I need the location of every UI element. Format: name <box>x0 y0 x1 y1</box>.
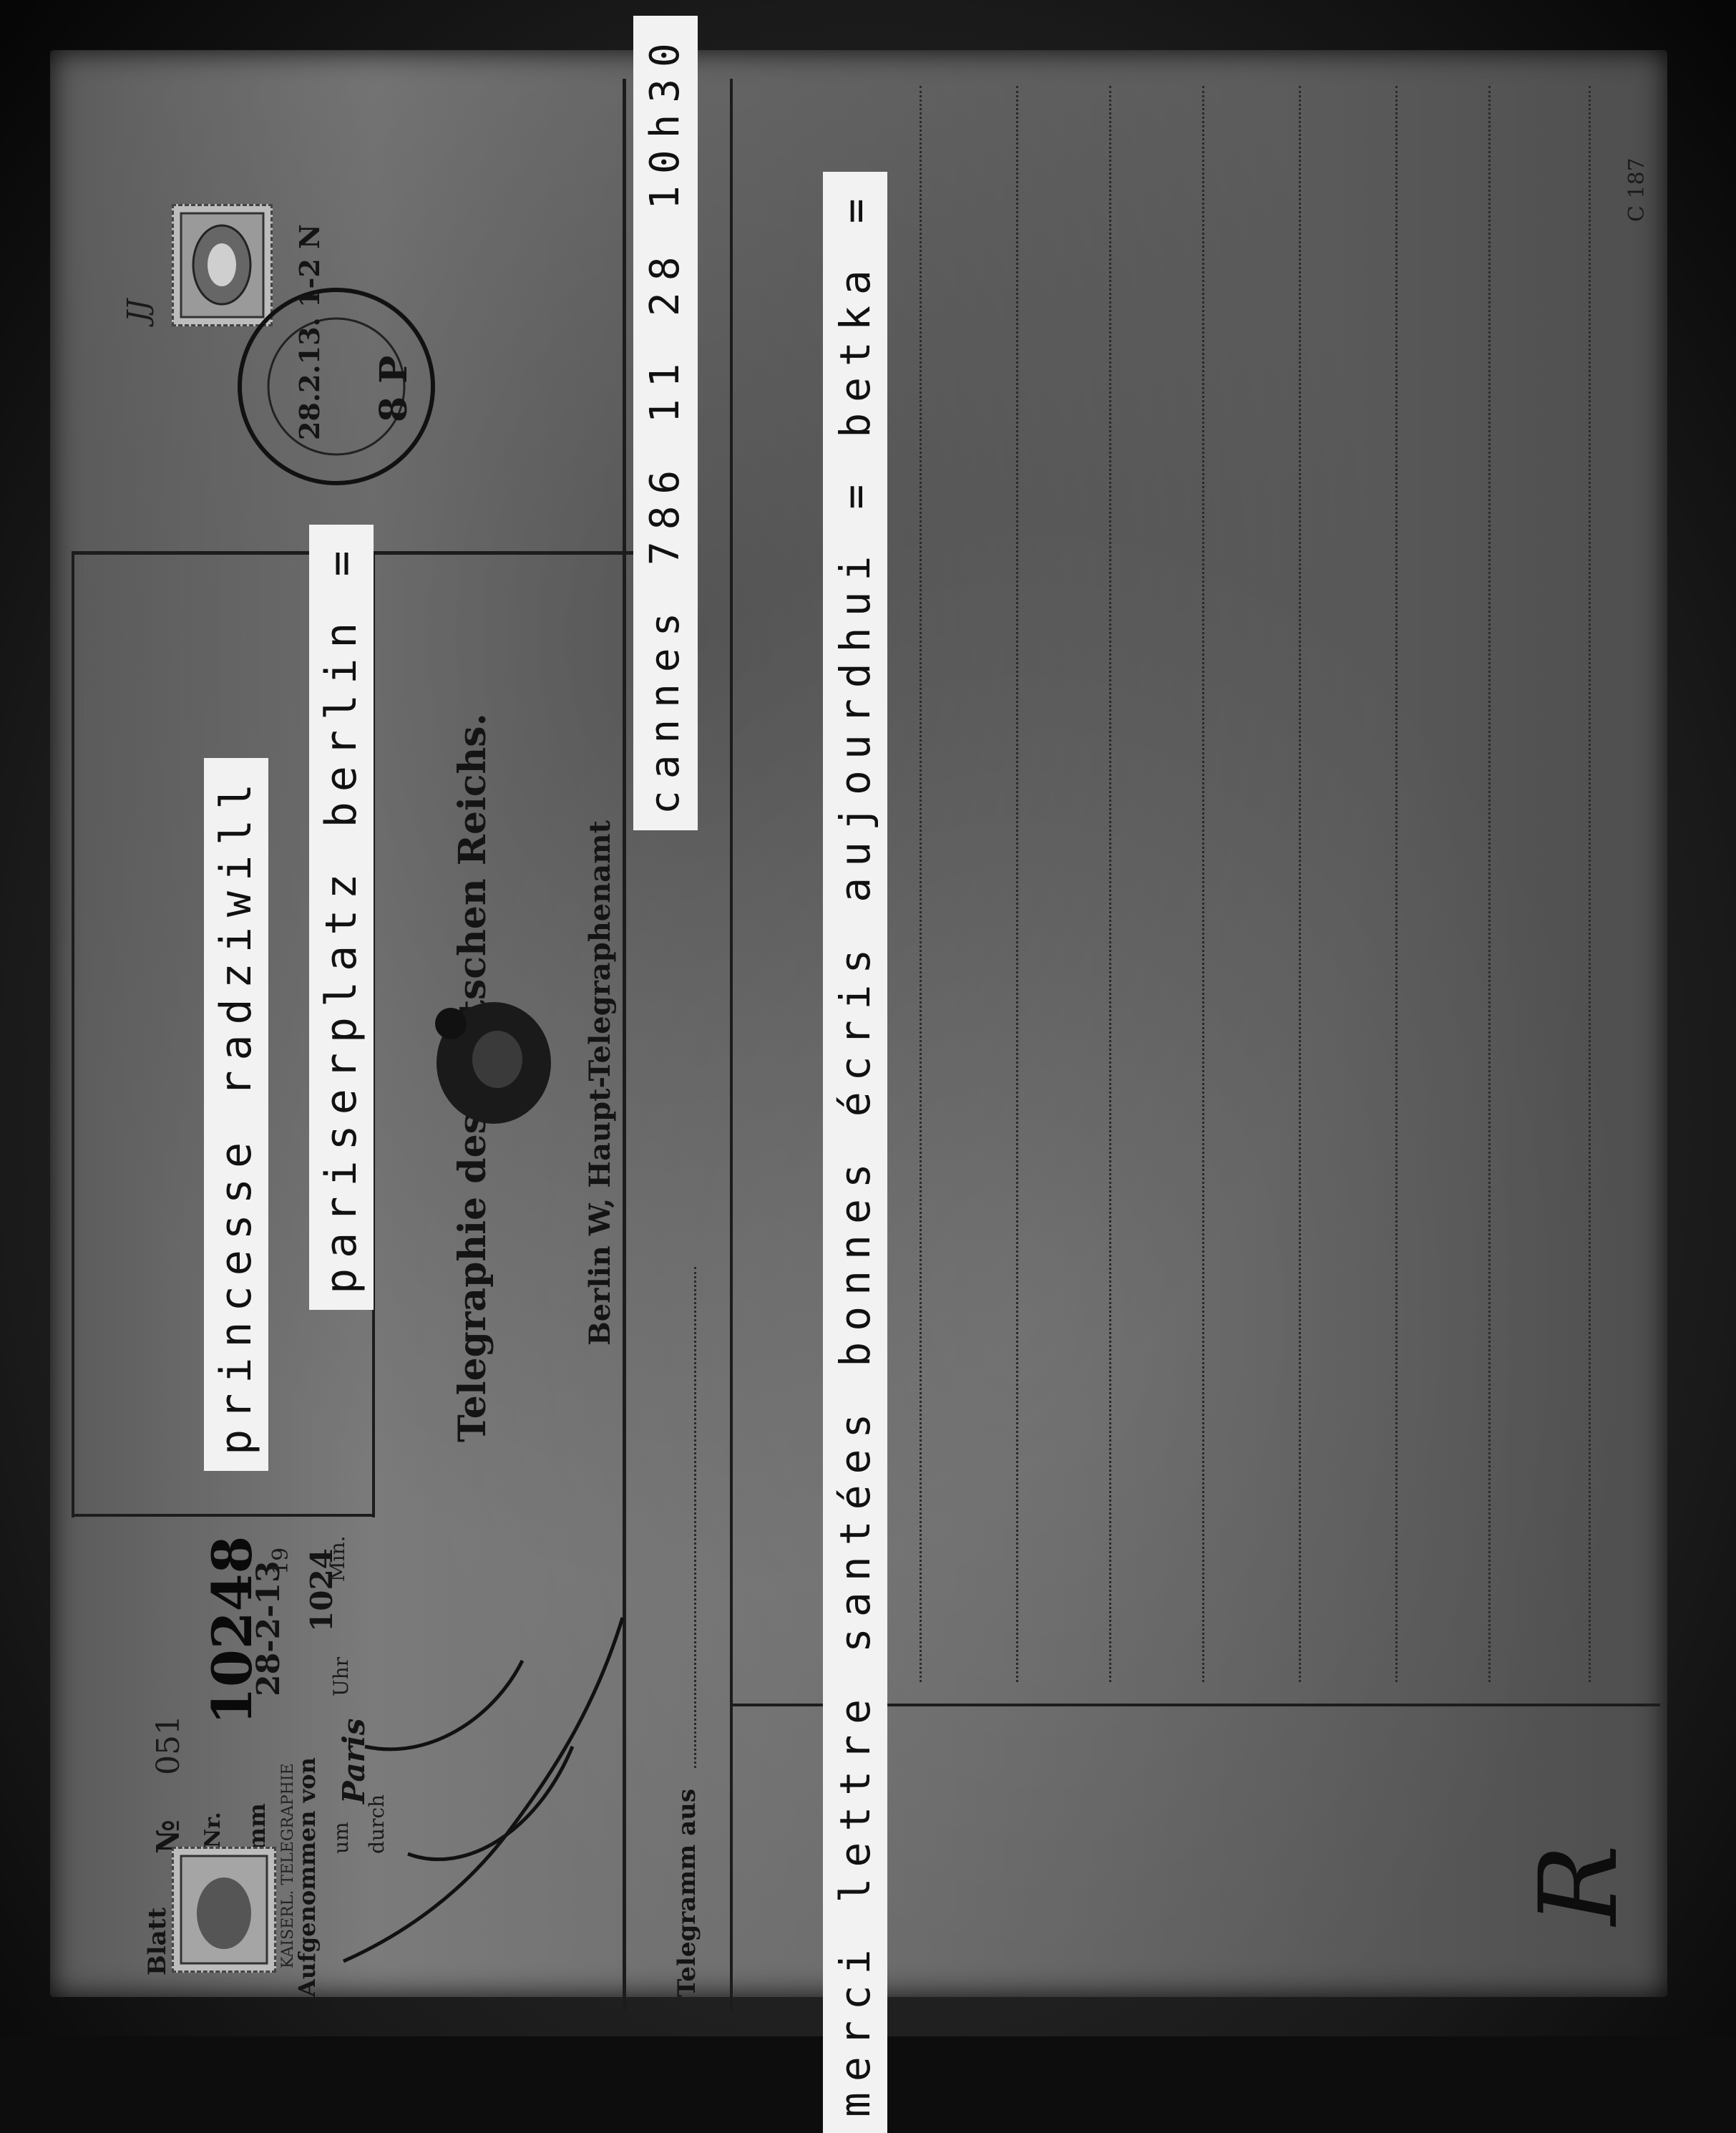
message-line: merci lettre santées bonnes écris aujour… <box>823 172 887 2133</box>
handwritten-date: 28-2-13 <box>250 1560 287 1696</box>
telegram-form: 28.2.13. 1-2 N 8 P JJ princesse radziwil… <box>50 16 1667 2133</box>
postmark-circle-icon <box>238 288 435 485</box>
eagle-emblem-icon <box>435 1002 551 1124</box>
writing-line-6 <box>1395 86 1398 1682</box>
postmark <box>229 279 444 494</box>
addressee-inner-rule <box>372 551 375 1517</box>
form-code: C 187 <box>1624 157 1649 222</box>
postage-stamp-top <box>172 204 273 326</box>
blatt-label: Blatt <box>143 1907 172 1976</box>
addressee-line-2: pariserplatz berlin = <box>309 525 374 1310</box>
corner-mark: JJ <box>122 298 155 322</box>
aufgenommen-label: Aufgenommen von <box>293 1757 321 1997</box>
origin-dotted-line <box>694 1267 696 1768</box>
eagle-stamp-icon <box>180 1855 268 1965</box>
imperial-eagle-emblem <box>422 981 565 1131</box>
header-rule-main <box>623 79 626 2011</box>
writing-line-3 <box>1109 86 1111 1682</box>
origin-line: cannes 786 11 28 10h30 <box>633 16 698 830</box>
header-rule-second <box>730 79 733 2011</box>
writing-line-2 <box>1016 86 1018 1682</box>
stamp-text: KAISERL. TELEGRAPHIE <box>279 1763 297 1968</box>
writing-line-8 <box>1589 86 1591 1682</box>
marginal-initials: R <box>1517 1845 1642 1925</box>
year-label: 19 <box>268 1547 293 1575</box>
addressee-frame-bottom <box>72 1514 372 1517</box>
addressee-line-1: princesse radziwill <box>204 757 268 1471</box>
addressee-frame-left <box>72 551 74 1517</box>
postmark-date: 28.2.13. 1-2 N <box>293 224 326 440</box>
handwritten-signature <box>322 1532 680 1997</box>
eagle-stamp-icon <box>180 212 265 319</box>
writing-line-7 <box>1488 86 1491 1682</box>
postage-stamp-bottom <box>172 1847 276 1973</box>
office-line: Berlin W, Haupt-Telegraphenamt <box>583 820 617 1346</box>
writing-line-1 <box>920 86 922 1682</box>
message-area-bottom <box>730 1704 1660 1706</box>
writing-line-5 <box>1299 86 1301 1682</box>
postmark-code: 8 P <box>372 355 416 422</box>
writing-line-4 <box>1202 86 1204 1682</box>
number-value: 051 <box>150 1715 187 1775</box>
signature-scribble-icon <box>342 1617 625 1963</box>
